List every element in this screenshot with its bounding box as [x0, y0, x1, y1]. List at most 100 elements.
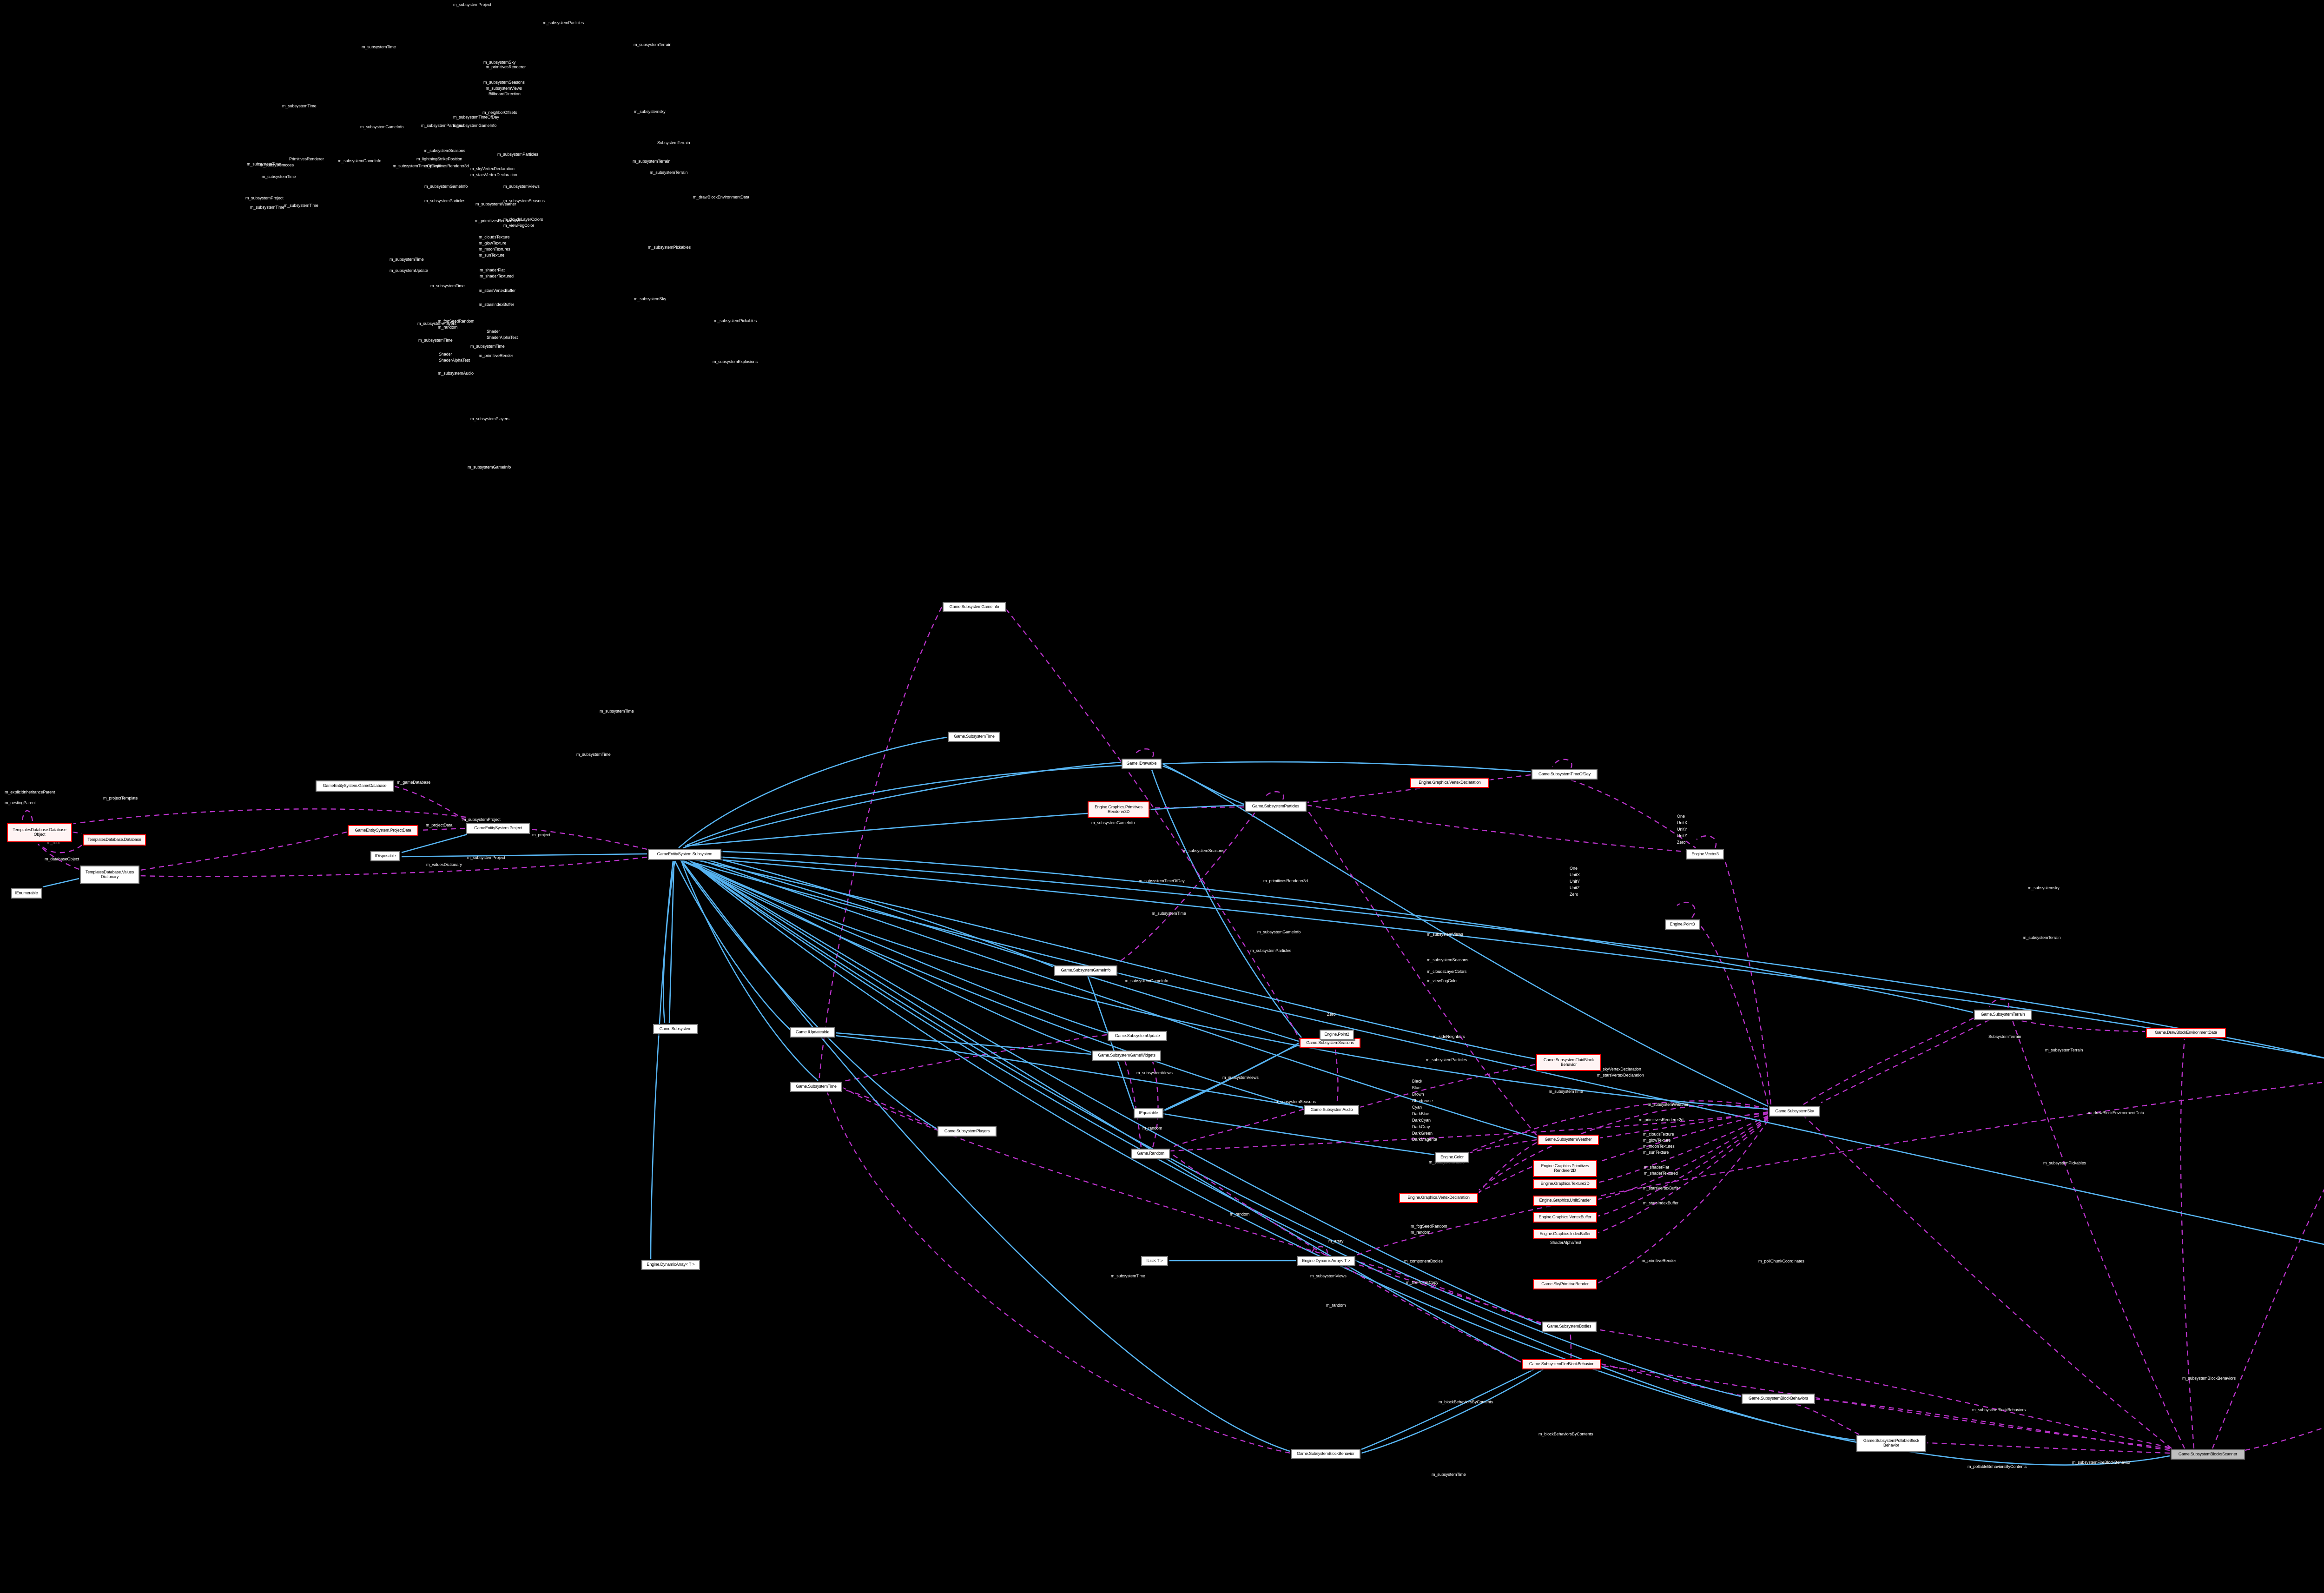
graph-node-game-subsystemgameinfo[interactable]: Game.SubsystemGameInfo	[1054, 965, 1117, 976]
graph-node-engine-dynamicarray-t[interactable]: Engine.DynamicArray< T >	[1297, 1256, 1355, 1266]
graph-node-game-subsystemtime[interactable]: Game.SubsystemTime	[790, 1082, 842, 1092]
graph-node-game-subsystemupdate[interactable]: Game.SubsystemUpdate	[1108, 1031, 1167, 1041]
graph-node-game-subsystemfireblockbehavior[interactable]: Game.SubsystemFireBlockBehavior	[1522, 1359, 1601, 1369]
edge-label: m_subsystemParticles	[497, 152, 539, 157]
edge-label: m_sideNeighbors	[1433, 1034, 1465, 1039]
graph-node-game-subsystemplayers[interactable]: Game.SubsystemPlayers	[938, 1126, 997, 1137]
graph-node-game-idrawable[interactable]: Game.IDrawable	[1122, 759, 1162, 769]
graph-node-game-subsystemfluidblock-behavior[interactable]: Game.SubsystemFluidBlock Behavior	[1536, 1054, 1601, 1071]
graph-node-engine-graphics-texture2d[interactable]: Engine.Graphics.Texture2D	[1533, 1179, 1597, 1189]
edge-label: m_starsIndexBuffer	[1643, 1201, 1679, 1205]
graph-node-game-subsystemgameinfo[interactable]: Game.SubsystemGameInfo	[943, 602, 1006, 612]
graph-node-gameentitysystem-project[interactable]: GameEntitySystem.Project	[466, 823, 530, 834]
graph-node-game-subsystemblockbehaviors[interactable]: Game.SubsystemBlockBehaviors	[1742, 1394, 1815, 1404]
graph-node-templatesdatabase-database-object[interactable]: TemplatesDatabase.Database Object	[7, 823, 72, 842]
graph-node-engine-point3[interactable]: Engine.Point3	[1665, 919, 1700, 930]
graph-node-engine-dynamicarray-t[interactable]: Engine.DynamicArray< T >	[641, 1260, 700, 1270]
edge-label: m_subsystemTime	[262, 174, 296, 179]
graph-edge	[1479, 1142, 1537, 1193]
edge-label: m_subsystemFireBlockBehavior	[2072, 1460, 2131, 1465]
edge-label: m_blockBehaviorsByContents	[1538, 1432, 1593, 1436]
graph-node-game-subsystemblocksscanner[interactable]: Game.SubsystemBlocksScanner	[2171, 1449, 2245, 1460]
graph-node-game-random[interactable]: Game.Random	[1131, 1149, 1170, 1159]
graph-node-game-subsystembodies[interactable]: Game.SubsystemBodies	[1542, 1322, 1597, 1332]
graph-node-game-iupdateable[interactable]: Game.IUpdateable	[790, 1027, 835, 1038]
edge-label: m_subsystemSeasons	[1427, 958, 1468, 962]
graph-node-game-subsystempollableblock-behavior[interactable]: Game.SubsystemPollableBlock Behavior	[1856, 1435, 1926, 1452]
graph-edge	[1469, 1100, 1769, 1153]
graph-node-game-drawblockenvironmentdata[interactable]: Game.DrawBlockEnvironmentData	[2146, 1028, 2226, 1038]
graph-edge	[394, 786, 466, 821]
graph-node-engine-point2[interactable]: Engine.Point2	[1320, 1030, 1354, 1040]
edge-label: m_primitiveRender	[479, 353, 513, 358]
graph-node-gameentitysystem-subsystem[interactable]: GameEntitySystem.Subsystem	[648, 849, 721, 860]
graph-edge	[1469, 1139, 1537, 1154]
graph-edge	[1151, 769, 1302, 1038]
graph-edge	[650, 860, 674, 1259]
graph-edge	[40, 844, 82, 853]
edge-label: m_primitivesRenderer3d	[424, 164, 469, 168]
graph-node-engine-graphics-vertexdeclaration[interactable]: Engine.Graphics.VertexDeclaration	[1410, 778, 1489, 788]
edge-label: m_primitivesRenderer2d	[1639, 1117, 1684, 1122]
graph-node-engine-graphics-indexbuffer[interactable]: Engine.Graphics.IndexBuffer	[1533, 1229, 1597, 1239]
graph-edge	[2212, 1189, 2324, 1449]
graph-node-engine-graphics-unlitshader[interactable]: Engine.Graphics.UnlitShader	[1533, 1196, 1597, 1206]
graph-edge	[21, 810, 33, 821]
graph-node-game-subsystemsky[interactable]: Game.SubsystemSky	[1769, 1106, 1820, 1117]
graph-node-gameentitysystem-gamedatabase[interactable]: GameEntitySystem.GameDatabase	[316, 780, 394, 792]
graph-node-templatesdatabase-values-dictionary[interactable]: TemplatesDatabase.Values Dictionary	[80, 866, 139, 884]
graph-node-game-skyprimitiverender[interactable]: Game.SkyPrimitiveRender	[1533, 1279, 1597, 1289]
graph-node-game-subsystem[interactable]: Game.Subsystem	[653, 1024, 698, 1034]
graph-node-game-subsystemaudio[interactable]: Game.SubsystemAudio	[1304, 1105, 1359, 1115]
graph-node-game-subsystemblockbehavior[interactable]: Game.SubsystemBlockBehavior	[1291, 1449, 1360, 1459]
edge-label: m_subsystemTimeOfDay	[393, 164, 439, 168]
edge-label: m_nestingParent	[5, 800, 36, 805]
graph-edge	[1361, 1368, 1534, 1450]
graph-edge	[687, 857, 1536, 1060]
graph-node-engine-vector3[interactable]: Engine.Vector3	[1686, 849, 1724, 859]
graph-node-gameentitysystem-projectdata[interactable]: GameEntitySystem.ProjectData	[348, 825, 418, 836]
graph-node-templatesdatabase-database[interactable]: TemplatesDatabase.Database	[83, 834, 146, 846]
edge-label: m_subsystemTimeOfDay	[453, 115, 499, 119]
graph-edge	[1360, 1064, 1536, 1108]
graph-node-game-subsystemtimeofday[interactable]: Game.SubsystemTimeOfDay	[1532, 769, 1598, 780]
edge-label: m_pollableBehaviorsByContents	[1967, 1464, 2027, 1469]
graph-edge	[694, 864, 1856, 1441]
graph-node-ienumerable[interactable]: IEnumerable	[11, 888, 42, 899]
edge-label: m_subsystemTime	[362, 45, 396, 49]
graph-edge	[678, 736, 948, 848]
graph-node-ilist-t[interactable]: IList< T >	[1141, 1256, 1168, 1266]
member-list: Zero	[1327, 1012, 1336, 1017]
graph-edge	[1133, 748, 1154, 757]
graph-node-engine-graphics-vertexdeclaration[interactable]: Engine.Graphics.VertexDeclaration	[1399, 1193, 1478, 1203]
graph-node-game-subsystemtime[interactable]: Game.SubsystemTime	[948, 732, 1000, 742]
graph-edge	[683, 850, 1054, 968]
edge-label: m_subsystemWeather	[1648, 1102, 1689, 1107]
graph-node-idisposable[interactable]: IDisposable	[370, 851, 400, 861]
edge-label: m_cloudsLayerColors	[1427, 969, 1467, 974]
graph-node-iequatable[interactable]: IEquatable	[1134, 1108, 1163, 1118]
edge-label: m_drawBlockEnvironmentData	[2088, 1110, 2144, 1115]
edge-label: m_cloudsTexture	[479, 235, 510, 239]
edge-label: BillboardDirection	[489, 92, 521, 96]
graph-node-game-subsystemgamewidgets[interactable]: Game.SubsystemGameWidgets	[1092, 1051, 1161, 1061]
edge-label: m_subsystemGameInfo	[338, 159, 382, 163]
graph-node-engine-graphics-primitives-renderer2d[interactable]: Engine.Graphics.Primitives Renderer2D	[1533, 1160, 1597, 1177]
graph-node-engine-graphics-vertexbuffer[interactable]: Engine.Graphics.VertexBuffer	[1533, 1212, 1597, 1223]
graph-node-game-subsystemweather[interactable]: Game.SubsystemWeather	[1538, 1135, 1599, 1145]
edge-label: m_subsystemWeather	[475, 202, 516, 206]
edge-label: m_subsystemTime	[284, 203, 318, 208]
edge-label: m_subsystemSky	[483, 60, 516, 65]
graph-node-game-subsystemparticles[interactable]: Game.SubsystemParticles	[1245, 801, 1307, 812]
edge-label: m_subsystemGameInfo	[453, 123, 497, 128]
graph-node-game-subsystemterrain[interactable]: Game.SubsystemTerrain	[1974, 1010, 2032, 1020]
edge-label: Shader	[439, 352, 452, 357]
graph-edge	[1598, 1120, 1769, 1284]
graph-edge	[1598, 1115, 1769, 1183]
edge-label: m_explicitInheritanceParent	[5, 790, 55, 794]
graph-edge	[1677, 901, 1696, 918]
edge-label: m_subsystemTerrain	[2045, 1048, 2083, 1052]
graph-node-engine-graphics-primitives-renderer3d[interactable]: Engine.Graphics.Primitives Renderer3D	[1088, 801, 1149, 818]
graph-node-engine-color[interactable]: Engine.Color	[1435, 1152, 1469, 1163]
